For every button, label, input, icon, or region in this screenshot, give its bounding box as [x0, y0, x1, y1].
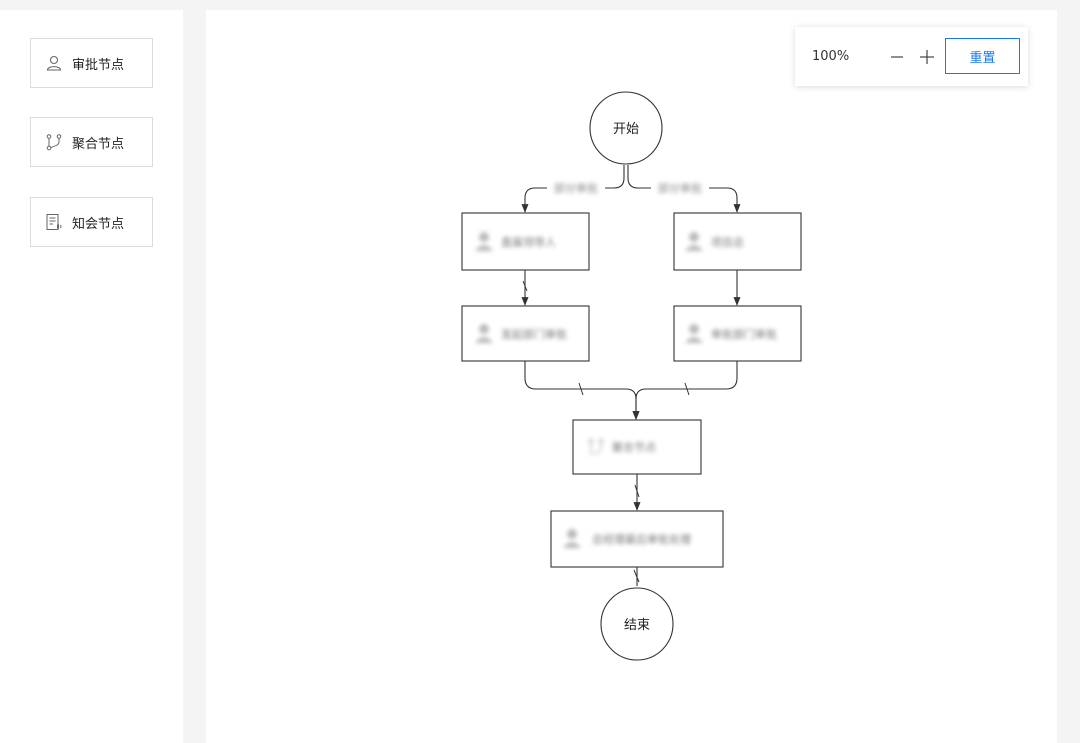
user-icon [685, 324, 703, 343]
zoom-level: 100% [812, 49, 850, 64]
palette-item-label: 聚合节点 [72, 136, 125, 152]
node-label: 发起部门审批 [501, 327, 567, 341]
palette-item-approval-node[interactable]: 审批节点 [30, 38, 153, 88]
node-label: 审批部门审批 [711, 327, 777, 341]
start-node[interactable]: 开始 [589, 91, 663, 165]
plus-icon [920, 49, 934, 64]
palette-item-notify-node[interactable]: 知会节点 [30, 197, 153, 247]
branch-label-right[interactable]: 部分审批 [651, 181, 709, 195]
user-icon [44, 53, 64, 73]
approval-node-project-manager[interactable]: 项目总 [673, 212, 802, 271]
branch-label-left[interactable]: 部分审批 [547, 181, 605, 195]
zoom-toolbar: 100% 重置 [795, 27, 1028, 86]
user-icon [475, 232, 493, 251]
merge-node[interactable]: 聚合节点 [572, 419, 702, 475]
node-label: 聚合节点 [612, 440, 656, 454]
minus-icon [891, 55, 903, 58]
palette-item-merge-node[interactable]: 聚合节点 [30, 117, 153, 167]
end-node-label: 结束 [624, 618, 650, 633]
approval-node-general-manager[interactable]: 总经理最后审批处理 [550, 510, 724, 568]
approval-node-approving-dept[interactable]: 审批部门审批 [673, 305, 802, 362]
palette-item-label: 知会节点 [72, 216, 125, 232]
user-icon [685, 232, 703, 251]
node-label: 总经理最后审批处理 [592, 532, 691, 546]
node-palette: 审批节点 聚合节点 知会节点 [0, 10, 183, 743]
merge-icon [44, 132, 64, 152]
zoom-out-button[interactable] [882, 42, 912, 72]
end-node[interactable]: 结束 [600, 587, 674, 661]
node-label: 直属领导人 [501, 235, 556, 249]
user-icon [475, 324, 493, 343]
user-icon [563, 529, 581, 548]
svg-text:部分审批: 部分审批 [658, 181, 702, 195]
approval-node-direct-leader[interactable]: 直属领导人 [461, 212, 590, 271]
start-node-label: 开始 [613, 122, 639, 137]
approval-node-initiating-dept[interactable]: 发起部门审批 [461, 305, 590, 362]
zoom-in-button[interactable] [912, 42, 942, 72]
merge-icon [588, 438, 604, 455]
svg-text:部分审批: 部分审批 [554, 181, 598, 195]
palette-item-label: 审批节点 [72, 57, 125, 73]
notify-doc-icon [44, 212, 64, 232]
node-label: 项目总 [711, 235, 744, 249]
reset-button[interactable]: 重置 [945, 38, 1020, 74]
